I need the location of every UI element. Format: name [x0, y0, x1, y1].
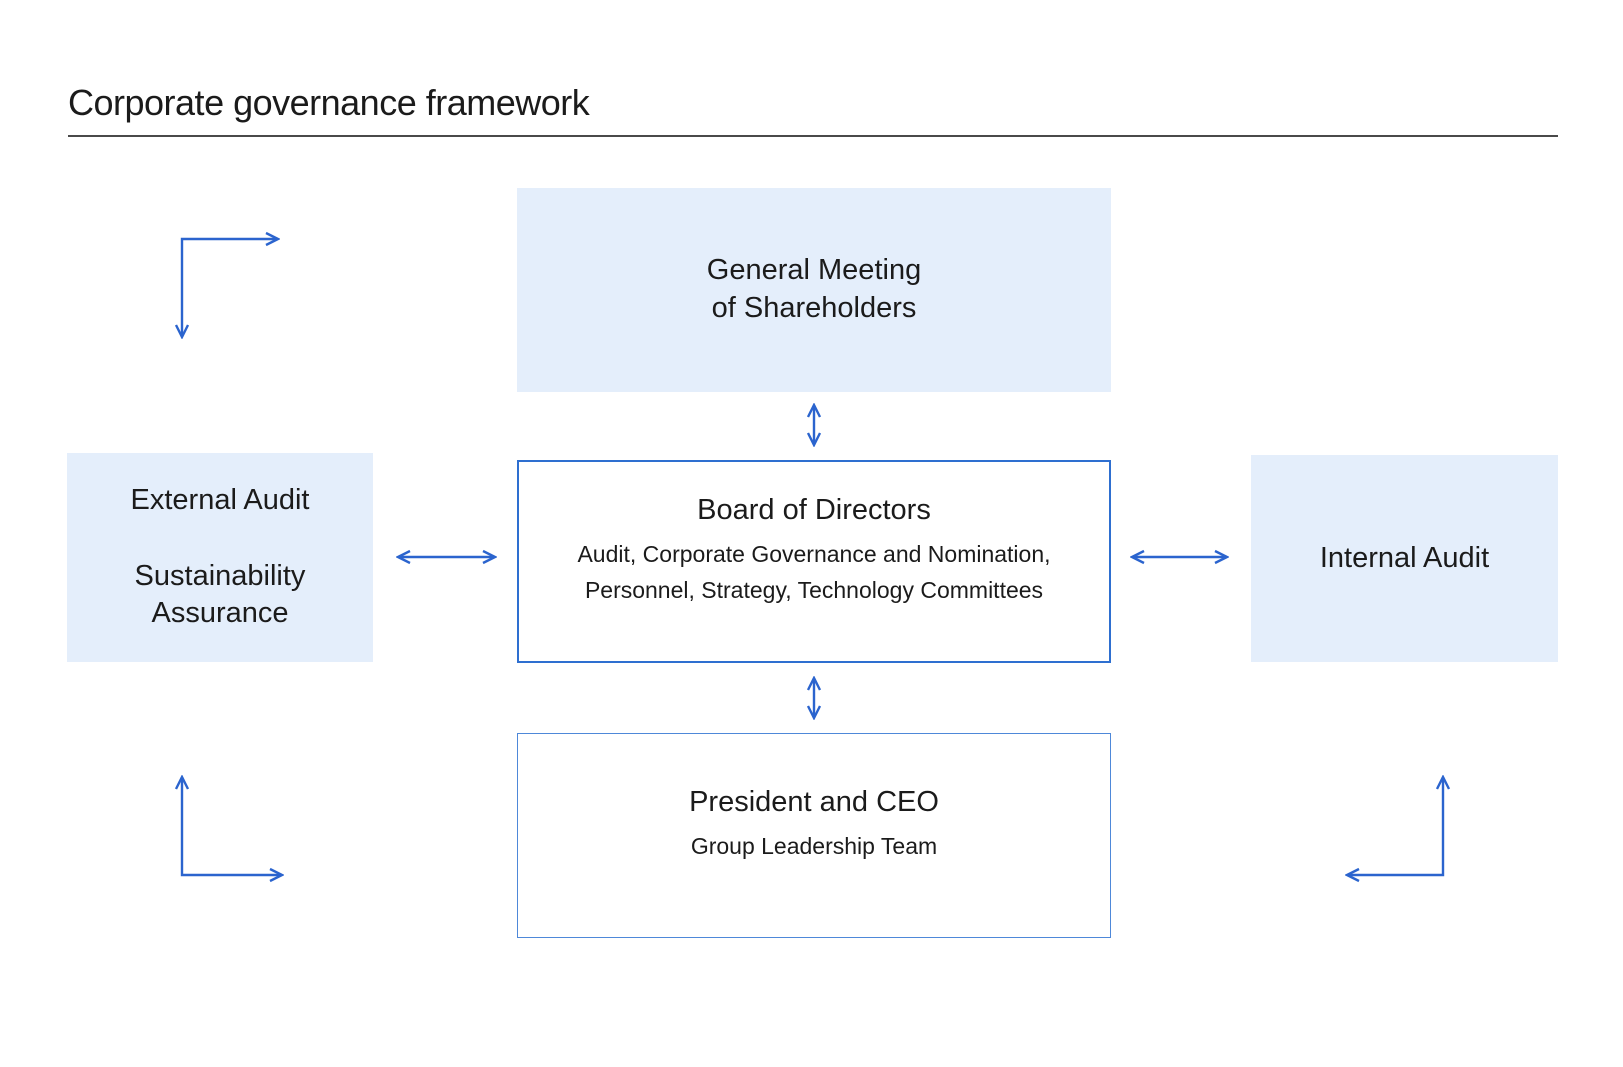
node-internal-audit: Internal Audit	[1251, 455, 1558, 662]
external-audit-label: External Audit Sustainability Assurance	[130, 484, 310, 630]
board-subtitle: Audit, Corporate Governance and Nominati…	[577, 540, 1051, 604]
title-rule	[68, 135, 1558, 137]
internal-audit-label: Internal Audit	[1319, 541, 1490, 574]
board-title: Board of Directors	[697, 493, 931, 526]
arrow-elbow-top-left	[182, 239, 278, 337]
node-president: President and CEO Group Leadership Team	[517, 733, 1111, 938]
arrow-elbow-bottom-right	[1347, 777, 1443, 875]
president-subtitle: Group Leadership Team	[690, 832, 938, 859]
node-general-meeting: General Meeting of Shareholders	[517, 188, 1111, 392]
general-meeting-label: General Meeting of Shareholders	[706, 254, 922, 324]
page-title: Corporate governance framework	[68, 82, 590, 123]
arrow-elbow-bottom-left	[182, 777, 282, 875]
president-title: President and CEO	[689, 786, 939, 819]
node-external-audit: External Audit Sustainability Assurance	[67, 453, 373, 662]
node-board: Board of Directors Audit, Corporate Gove…	[517, 460, 1111, 663]
